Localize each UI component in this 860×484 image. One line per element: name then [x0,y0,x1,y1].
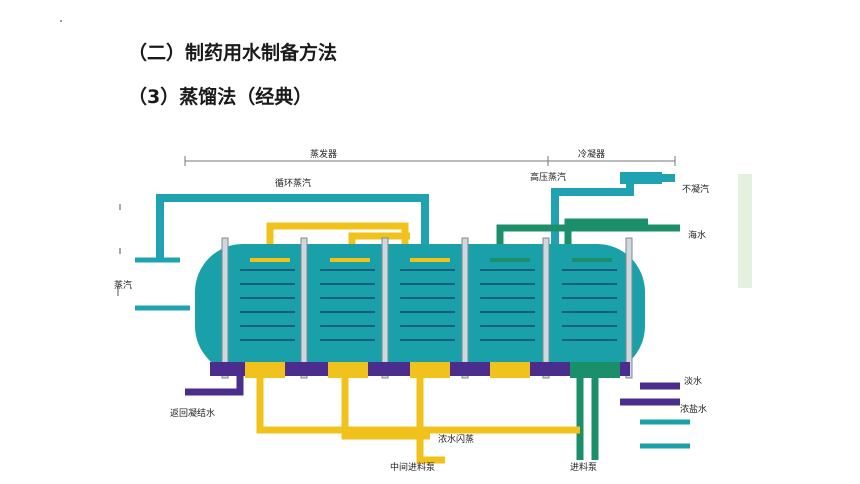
section-heading: （二）制药用水制备方法 [128,42,338,64]
recycle-steam-label: 循环蒸汽 [275,177,311,189]
evaporator-label: 蒸发器 [310,148,337,160]
fresh-water-label: 淡水 [684,375,702,387]
steam-label: 蒸汽 [114,279,132,291]
brine-label: 浓盐水 [680,403,707,415]
feed-pump-label: 进料泵 [570,461,597,473]
decorative-dot [60,20,62,22]
diagram-svg: 蒸发器 冷凝器 循环蒸汽 高压蒸汽 不凝汽 海水 [114,148,709,473]
yellow-sumps [245,362,530,378]
green-sump [570,362,620,378]
green-spray-headers [490,258,612,262]
brine-flash-label: 浓水闪蒸 [438,433,474,445]
yellow-pipes [256,222,580,464]
condenser-label: 冷凝器 [578,148,605,160]
dimension-lines [184,156,676,166]
evaporator-vessel [195,244,645,374]
spray-headers [250,258,450,262]
intermediate-feed-pump-label: 中间进料泵 [390,461,435,473]
hp-steam-pipe [551,174,675,250]
green-pipes [496,218,680,460]
recycle-steam-pipe [156,194,429,258]
teal-outlet-pipes [640,419,690,449]
high-pressure-steam-label: 高压蒸汽 [530,171,566,183]
distillation-diagram: 蒸发器 冷凝器 循环蒸汽 高压蒸汽 不凝汽 海水 [100,140,720,480]
heat-exchange-coils [240,269,617,341]
left-ticks [117,204,121,296]
condenser-unit [620,172,662,184]
chamber-dividers [221,237,633,379]
condensate-pipes [185,372,680,406]
subsection-heading: （3）蒸馏法（经典） [128,86,313,108]
condensate-return-label: 返回凝结水 [170,407,215,419]
side-panel-edge [738,174,752,288]
steam-inlet-pipes [135,257,190,311]
non-condensable-label: 不凝汽 [682,183,709,195]
seawater-label: 海水 [688,229,706,241]
